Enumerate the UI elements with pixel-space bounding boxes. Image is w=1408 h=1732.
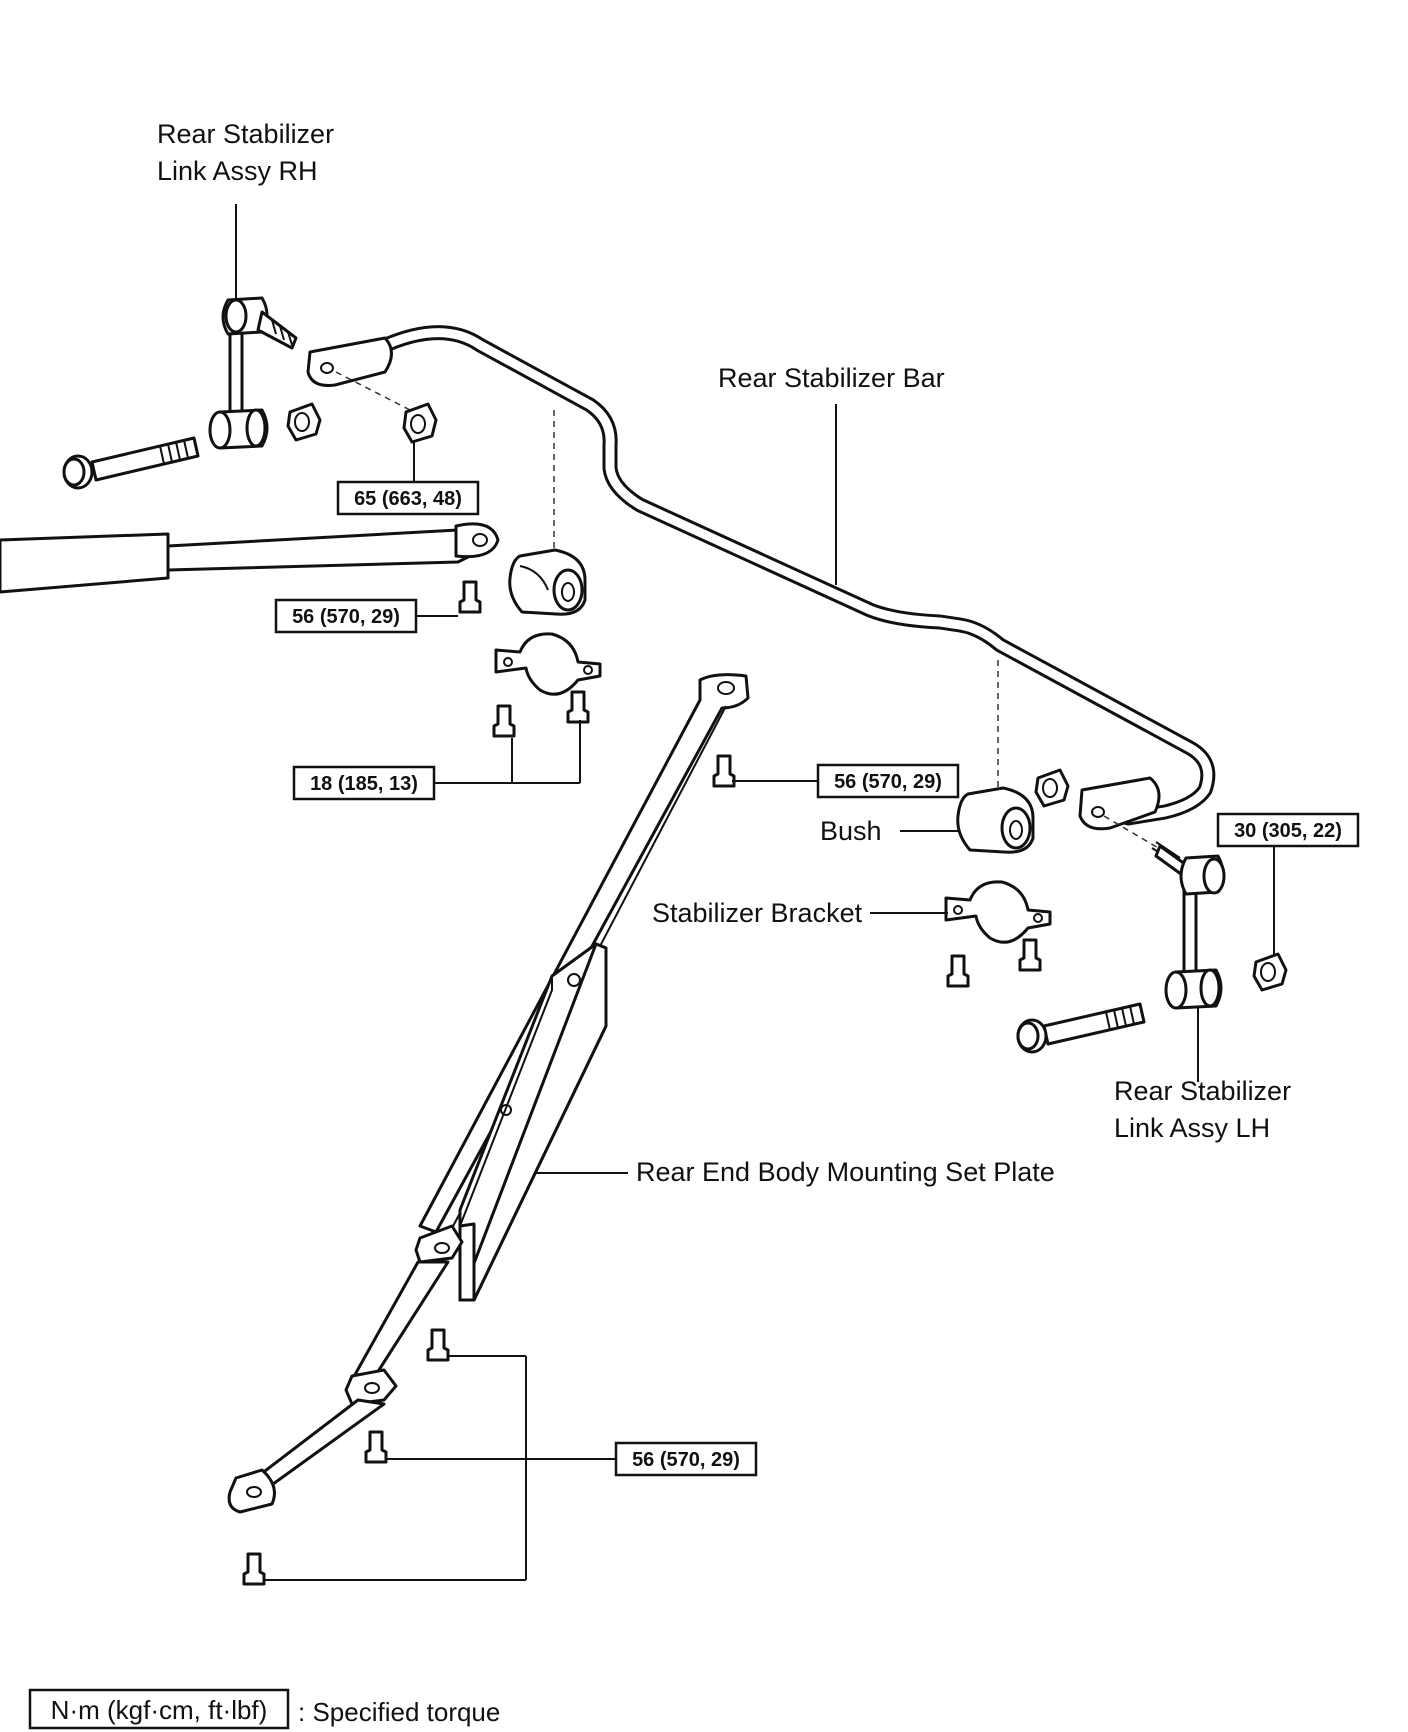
torque-link-rh-nut: 65 (663, 48) <box>354 488 462 510</box>
bracket-bolts-lh <box>946 938 1042 988</box>
link-assy-lh <box>1151 841 1226 1010</box>
bar-nut-lh <box>1034 768 1070 808</box>
stabilizer-bracket-rh <box>494 632 602 696</box>
torque-legend: N·m (kgf·cm, ft·lbf) : Specified torque <box>28 1688 500 1730</box>
label-link-assy-rh-line2: Link Assy RH <box>157 156 318 186</box>
leader-lines <box>235 204 1275 1581</box>
torque-spec-18: 18 (185, 13) <box>292 765 436 801</box>
torque-bracket-bolts: 18 (185, 13) <box>310 773 418 795</box>
part-labels: Rear Stabilizer Link Assy RH Rear Stabil… <box>157 119 1291 1187</box>
torque-spec-56-plate-lower: 56 (570, 29) <box>614 1441 758 1477</box>
torque-spec-65: 65 (663, 48) <box>336 480 480 516</box>
link-rh-nuts <box>286 402 438 444</box>
label-bush: Bush <box>820 816 882 846</box>
stabilizer-bracket-lh <box>944 880 1052 944</box>
torque-plate-bolts-lower: 56 (570, 29) <box>632 1449 740 1471</box>
torque-bracket-bolt: 56 (570, 29) <box>292 606 400 628</box>
link-rh-bolt <box>62 436 200 490</box>
torque-spec-30: 30 (305, 22) <box>1216 812 1360 848</box>
plate-bolts <box>242 754 736 1586</box>
bush-rh <box>508 548 587 616</box>
legend-meaning: : Specified torque <box>298 1697 500 1727</box>
link-lh-nut <box>1252 952 1288 992</box>
label-link-assy-lh-line1: Rear Stabilizer <box>1114 1076 1291 1106</box>
label-link-assy-lh-line2: Link Assy LH <box>1114 1113 1270 1143</box>
rear-stabilizer-bar <box>306 325 1216 831</box>
label-link-assy-rh-line1: Rear Stabilizer <box>157 119 334 149</box>
assembly-guide-lines <box>335 371 1166 853</box>
link-assy-rh <box>208 296 298 450</box>
rear-strut-member <box>0 522 500 594</box>
bush-lh <box>956 786 1035 854</box>
legend-unit: N·m (kgf·cm, ft·lbf) <box>51 1695 268 1725</box>
torque-plate-bolt-upper: 56 (570, 29) <box>834 771 942 793</box>
torque-spec-56-plate-upper: 56 (570, 29) <box>816 763 960 799</box>
bracket-bolts-rh <box>458 580 590 738</box>
link-lh-bolt <box>1016 1002 1146 1054</box>
rear-end-body-mounting-set-plate <box>227 673 750 1514</box>
label-rear-stabilizer-bar: Rear Stabilizer Bar <box>718 363 945 393</box>
label-stabilizer-bracket: Stabilizer Bracket <box>652 898 863 928</box>
label-rear-end-body-mounting-set-plate: Rear End Body Mounting Set Plate <box>636 1157 1055 1187</box>
torque-link-lh-nut: 30 (305, 22) <box>1234 820 1342 842</box>
torque-spec-56-upper-left: 56 (570, 29) <box>274 598 418 634</box>
